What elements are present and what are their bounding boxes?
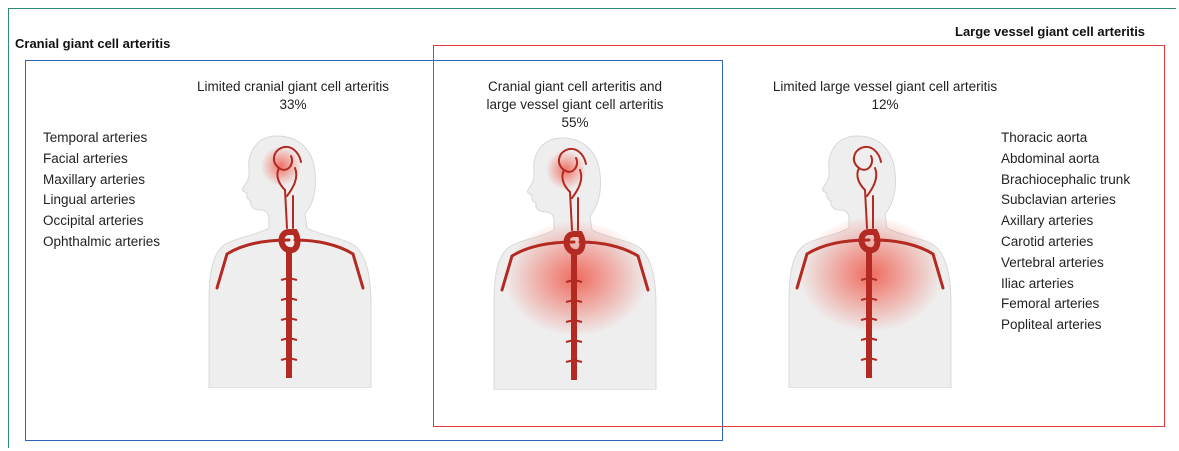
large-vessel-artery-list: Thoracic aorta Abdominal aorta Brachioce… <box>1001 128 1130 336</box>
body-silhouette-icon <box>480 130 670 390</box>
cranial-artery-list: Temporal arteries Facial arteries Maxill… <box>43 128 160 253</box>
list-item: Axillary arteries <box>1001 211 1130 232</box>
body-illustration-large-vessel <box>775 128 965 388</box>
list-item: Maxillary arteries <box>43 170 160 191</box>
list-item: Ophthalmic arteries <box>43 232 160 253</box>
list-item: Iliac arteries <box>1001 274 1130 295</box>
list-item: Vertebral arteries <box>1001 253 1130 274</box>
list-item: Brachiocephalic trunk <box>1001 170 1130 191</box>
figure-frame-left <box>8 8 9 448</box>
list-item: Temporal arteries <box>43 128 160 149</box>
list-item: Carotid arteries <box>1001 232 1130 253</box>
body-silhouette-icon <box>775 128 965 388</box>
large-vessel-gca-title: Large vessel giant cell arteritis <box>955 24 1145 39</box>
list-item: Abdominal aorta <box>1001 149 1130 170</box>
group-label-line1: Cranial giant cell arteritis and <box>455 78 695 96</box>
group-label-line2: large vessel giant cell arteritis <box>455 96 695 114</box>
list-item: Femoral arteries <box>1001 294 1130 315</box>
overlap-label: Cranial giant cell arteritis and large v… <box>455 78 695 132</box>
group-label-text: Limited large vessel giant cell arteriti… <box>773 79 997 94</box>
list-item: Subclavian arteries <box>1001 190 1130 211</box>
list-item: Lingual arteries <box>43 190 160 211</box>
cranial-gca-title: Cranial giant cell arteritis <box>15 36 170 51</box>
body-illustration-overlap <box>480 130 670 390</box>
group-percent: 12% <box>745 96 1025 114</box>
list-item: Occipital arteries <box>43 211 160 232</box>
list-item: Popliteal arteries <box>1001 315 1130 336</box>
list-item: Thoracic aorta <box>1001 128 1130 149</box>
limited-large-vessel-label: Limited large vessel giant cell arteriti… <box>745 78 1025 114</box>
body-silhouette-icon <box>195 128 385 388</box>
limited-cranial-label: Limited cranial giant cell arteritis 33% <box>158 78 428 114</box>
group-percent: 33% <box>158 96 428 114</box>
list-item: Facial arteries <box>43 149 160 170</box>
figure-frame-top <box>8 8 1176 9</box>
body-illustration-cranial <box>195 128 385 388</box>
group-label-text: Limited cranial giant cell arteritis <box>197 79 389 94</box>
